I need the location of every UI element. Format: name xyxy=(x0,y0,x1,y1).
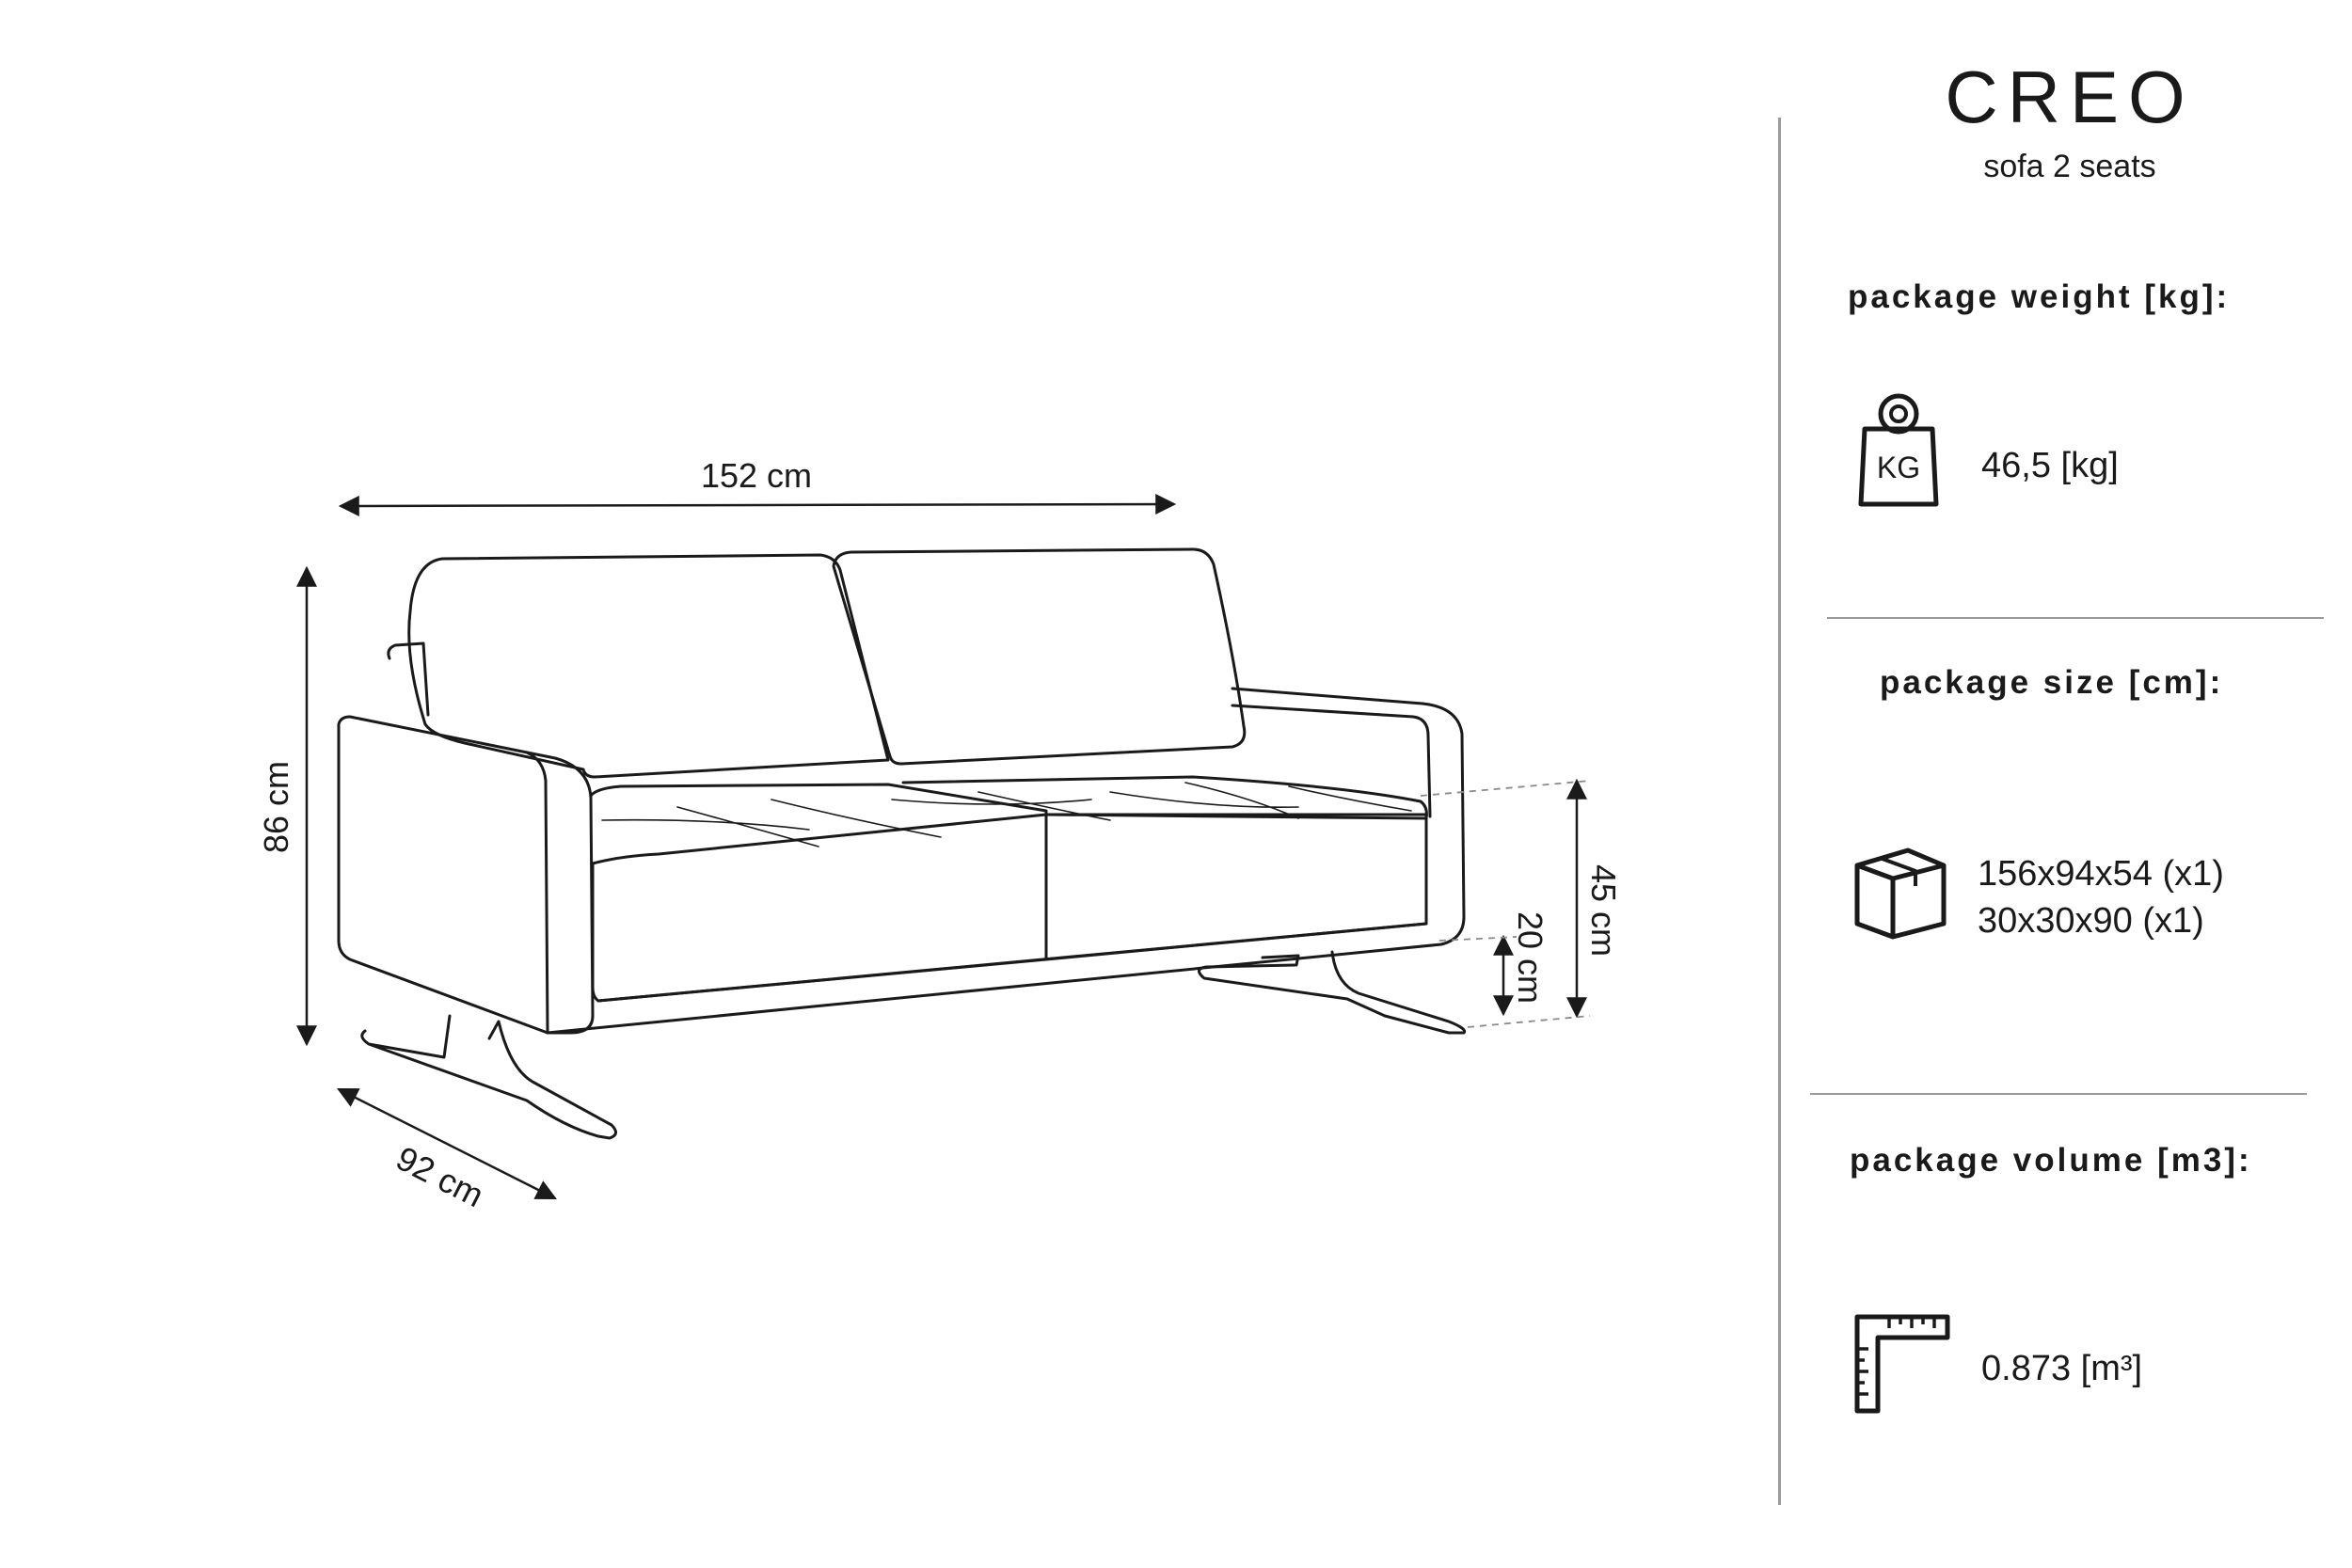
depth-label: 92 cm xyxy=(390,1138,490,1214)
vertical-divider xyxy=(1778,118,1781,1505)
armrest-left xyxy=(337,715,595,1035)
info-panel: CREO sofa 2 seats package weight [kg]: K… xyxy=(1788,0,2352,1568)
sofa-technical-drawing: 152 cm 86 cm 92 cm 45 cm 20 cm xyxy=(257,456,1623,1214)
product-name: CREO xyxy=(1945,55,2195,138)
seat-cushion-left xyxy=(589,783,1048,1003)
package-weight-value: 46,5 [kg] xyxy=(1981,446,2119,485)
seat-quilting xyxy=(601,782,1412,847)
package-size-line-1: 156x94x54 (x1) xyxy=(1978,854,2224,894)
ruler-corner-icon xyxy=(1854,1314,1950,1414)
dimension-lines xyxy=(296,494,1587,1200)
back-side-panel xyxy=(387,641,430,717)
package-volume-title: package volume [m3]: xyxy=(1850,1142,2252,1179)
section-divider-1 xyxy=(1827,617,2324,619)
width-dimension-line xyxy=(338,494,1177,516)
seat-cushion-right xyxy=(901,775,1428,820)
dimension-extension-lines xyxy=(1420,780,1591,1028)
armrest-right xyxy=(1231,687,1466,946)
leg-height-label: 20 cm xyxy=(1511,911,1549,1004)
leg-front-left xyxy=(360,1014,617,1140)
package-size-line-2: 30x30x90 (x1) xyxy=(1978,901,2204,941)
package-weight-title: package weight [kg]: xyxy=(1848,278,2231,315)
package-size-title: package size [cm]: xyxy=(1880,664,2224,701)
depth-dimension-line xyxy=(337,1087,557,1200)
product-subtitle: sofa 2 seats xyxy=(1983,149,2156,184)
leg-rear xyxy=(1261,954,1300,967)
sofa-outline xyxy=(337,547,1467,1140)
seat-cushion-left-front xyxy=(591,813,1048,865)
backrest-cushion-right xyxy=(832,547,1247,766)
seat-cushion-right-front xyxy=(1044,813,1428,961)
seat-height-label: 45 cm xyxy=(1584,864,1623,957)
backrest-cushion-left xyxy=(407,553,890,779)
box-icon xyxy=(1854,847,1947,940)
sofa-base xyxy=(546,922,1443,1035)
weight-kg-icon: KG xyxy=(1858,393,1939,507)
leg-front-right xyxy=(1198,950,1467,1035)
package-volume-value: 0.873 [m³] xyxy=(1981,1349,2143,1388)
height-label: 86 cm xyxy=(257,761,295,853)
weight-icon-label: KG xyxy=(1877,451,1920,484)
width-label: 152 cm xyxy=(701,456,812,495)
section-divider-2 xyxy=(1810,1093,2307,1095)
armrest-right-inner xyxy=(1231,704,1432,818)
armrest-left-front xyxy=(525,751,549,1035)
